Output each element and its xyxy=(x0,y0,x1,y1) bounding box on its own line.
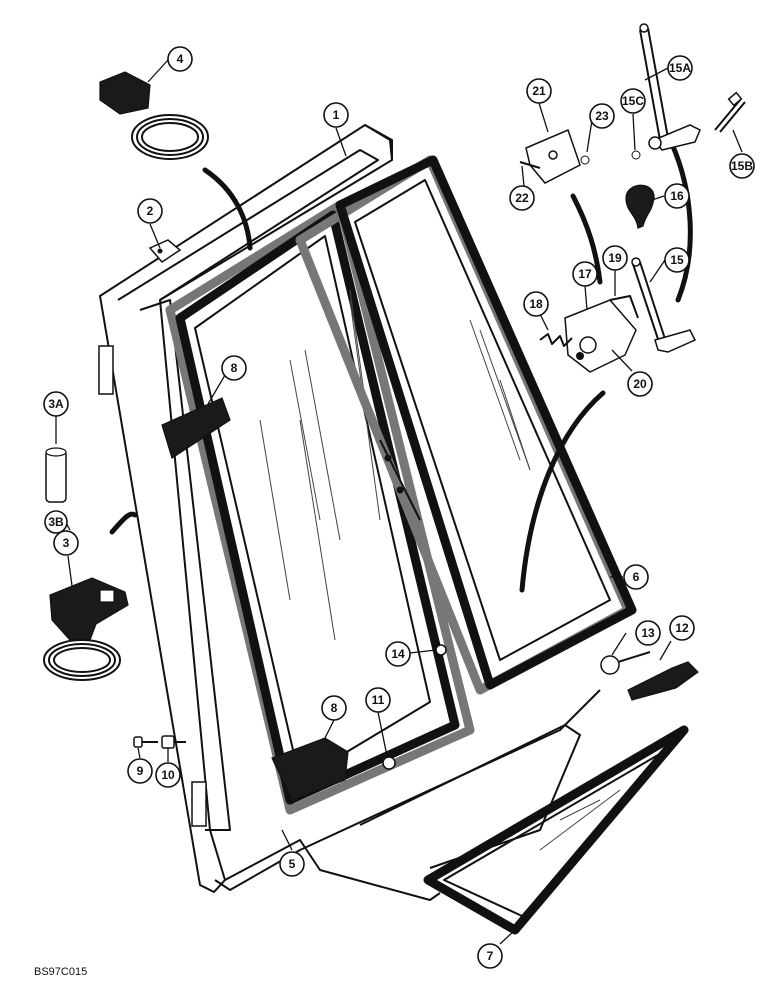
callout-8-upper: 8 xyxy=(221,355,247,381)
svg-text:6: 6 xyxy=(633,570,640,584)
svg-text:21: 21 xyxy=(532,84,546,98)
callout-21: 21 xyxy=(526,78,552,104)
callout-15: 15 xyxy=(664,247,690,273)
callout-12: 12 xyxy=(669,615,695,641)
svg-text:3: 3 xyxy=(63,536,70,550)
callout-6: 6 xyxy=(623,564,649,590)
callout-15a: 15A xyxy=(667,55,693,81)
svg-text:14: 14 xyxy=(391,647,405,661)
spacer xyxy=(45,449,67,503)
svg-text:19: 19 xyxy=(608,251,622,265)
svg-text:10: 10 xyxy=(161,768,175,782)
grommet-lower xyxy=(43,577,129,681)
callout-17: 17 xyxy=(572,261,598,287)
screw-set xyxy=(133,735,186,749)
callout-23: 23 xyxy=(589,103,615,129)
callout-22: 22 xyxy=(509,185,535,211)
svg-text:1: 1 xyxy=(333,108,340,122)
svg-text:16: 16 xyxy=(670,189,684,203)
callout-3a: 3A xyxy=(43,391,69,417)
exterior-handle xyxy=(627,661,699,701)
callout-5: 5 xyxy=(279,851,305,877)
washer xyxy=(600,655,620,675)
callout-13: 13 xyxy=(635,620,661,646)
svg-text:4: 4 xyxy=(177,52,184,66)
door-frame xyxy=(98,124,601,901)
callout-7: 7 xyxy=(477,943,503,969)
callout-14: 14 xyxy=(385,641,411,667)
callout-9: 9 xyxy=(127,758,153,784)
svg-text:9: 9 xyxy=(137,764,144,778)
callout-4: 4 xyxy=(167,46,193,72)
svg-text:3B: 3B xyxy=(48,515,64,529)
lower-glass xyxy=(359,724,689,935)
callout-3b: 3B xyxy=(44,510,68,534)
callout-3: 3 xyxy=(53,530,79,556)
svg-text:13: 13 xyxy=(641,626,655,640)
svg-text:15A: 15A xyxy=(669,61,691,75)
callout-1: 1 xyxy=(323,102,349,128)
left-window-sash xyxy=(165,200,475,815)
callout-15c: 15C xyxy=(620,88,646,114)
nut xyxy=(435,644,447,656)
bracket xyxy=(148,239,182,263)
callout-19: 19 xyxy=(602,245,628,271)
lower-sash-hinge xyxy=(271,737,349,801)
svg-text:2: 2 xyxy=(147,204,154,218)
lower-hinge xyxy=(191,781,207,827)
callout-16: 16 xyxy=(664,183,690,209)
svg-text:15: 15 xyxy=(670,253,684,267)
upper-hinge xyxy=(98,345,114,395)
svg-text:8: 8 xyxy=(231,361,238,375)
handle-rods xyxy=(625,23,746,353)
svg-text:8: 8 xyxy=(331,701,338,715)
svg-text:17: 17 xyxy=(578,267,592,281)
svg-text:12: 12 xyxy=(675,621,689,635)
latch-assembly xyxy=(519,128,639,373)
right-window-sash xyxy=(295,155,637,695)
callout-10: 10 xyxy=(155,762,181,788)
upper-sash-hinge xyxy=(161,397,231,459)
callout-18: 18 xyxy=(523,291,549,317)
svg-text:3A: 3A xyxy=(48,397,64,411)
drawing-code: BS97C015 xyxy=(34,966,88,978)
callout-2: 2 xyxy=(137,198,163,224)
callout-11: 11 xyxy=(365,687,391,713)
callout-20: 20 xyxy=(627,371,653,397)
svg-text:23: 23 xyxy=(595,109,609,123)
svg-text:11: 11 xyxy=(372,693,385,707)
callout-8-lower: 8 xyxy=(321,695,347,721)
svg-text:15C: 15C xyxy=(622,94,644,108)
svg-text:15B: 15B xyxy=(731,159,753,173)
svg-text:5: 5 xyxy=(289,857,296,871)
leader-lines xyxy=(55,59,743,945)
svg-text:20: 20 xyxy=(633,377,647,391)
svg-text:22: 22 xyxy=(515,191,529,205)
svg-text:18: 18 xyxy=(529,297,543,311)
svg-text:7: 7 xyxy=(487,949,494,963)
callout-15b: 15B xyxy=(729,153,755,179)
grommet-upper xyxy=(99,71,209,160)
